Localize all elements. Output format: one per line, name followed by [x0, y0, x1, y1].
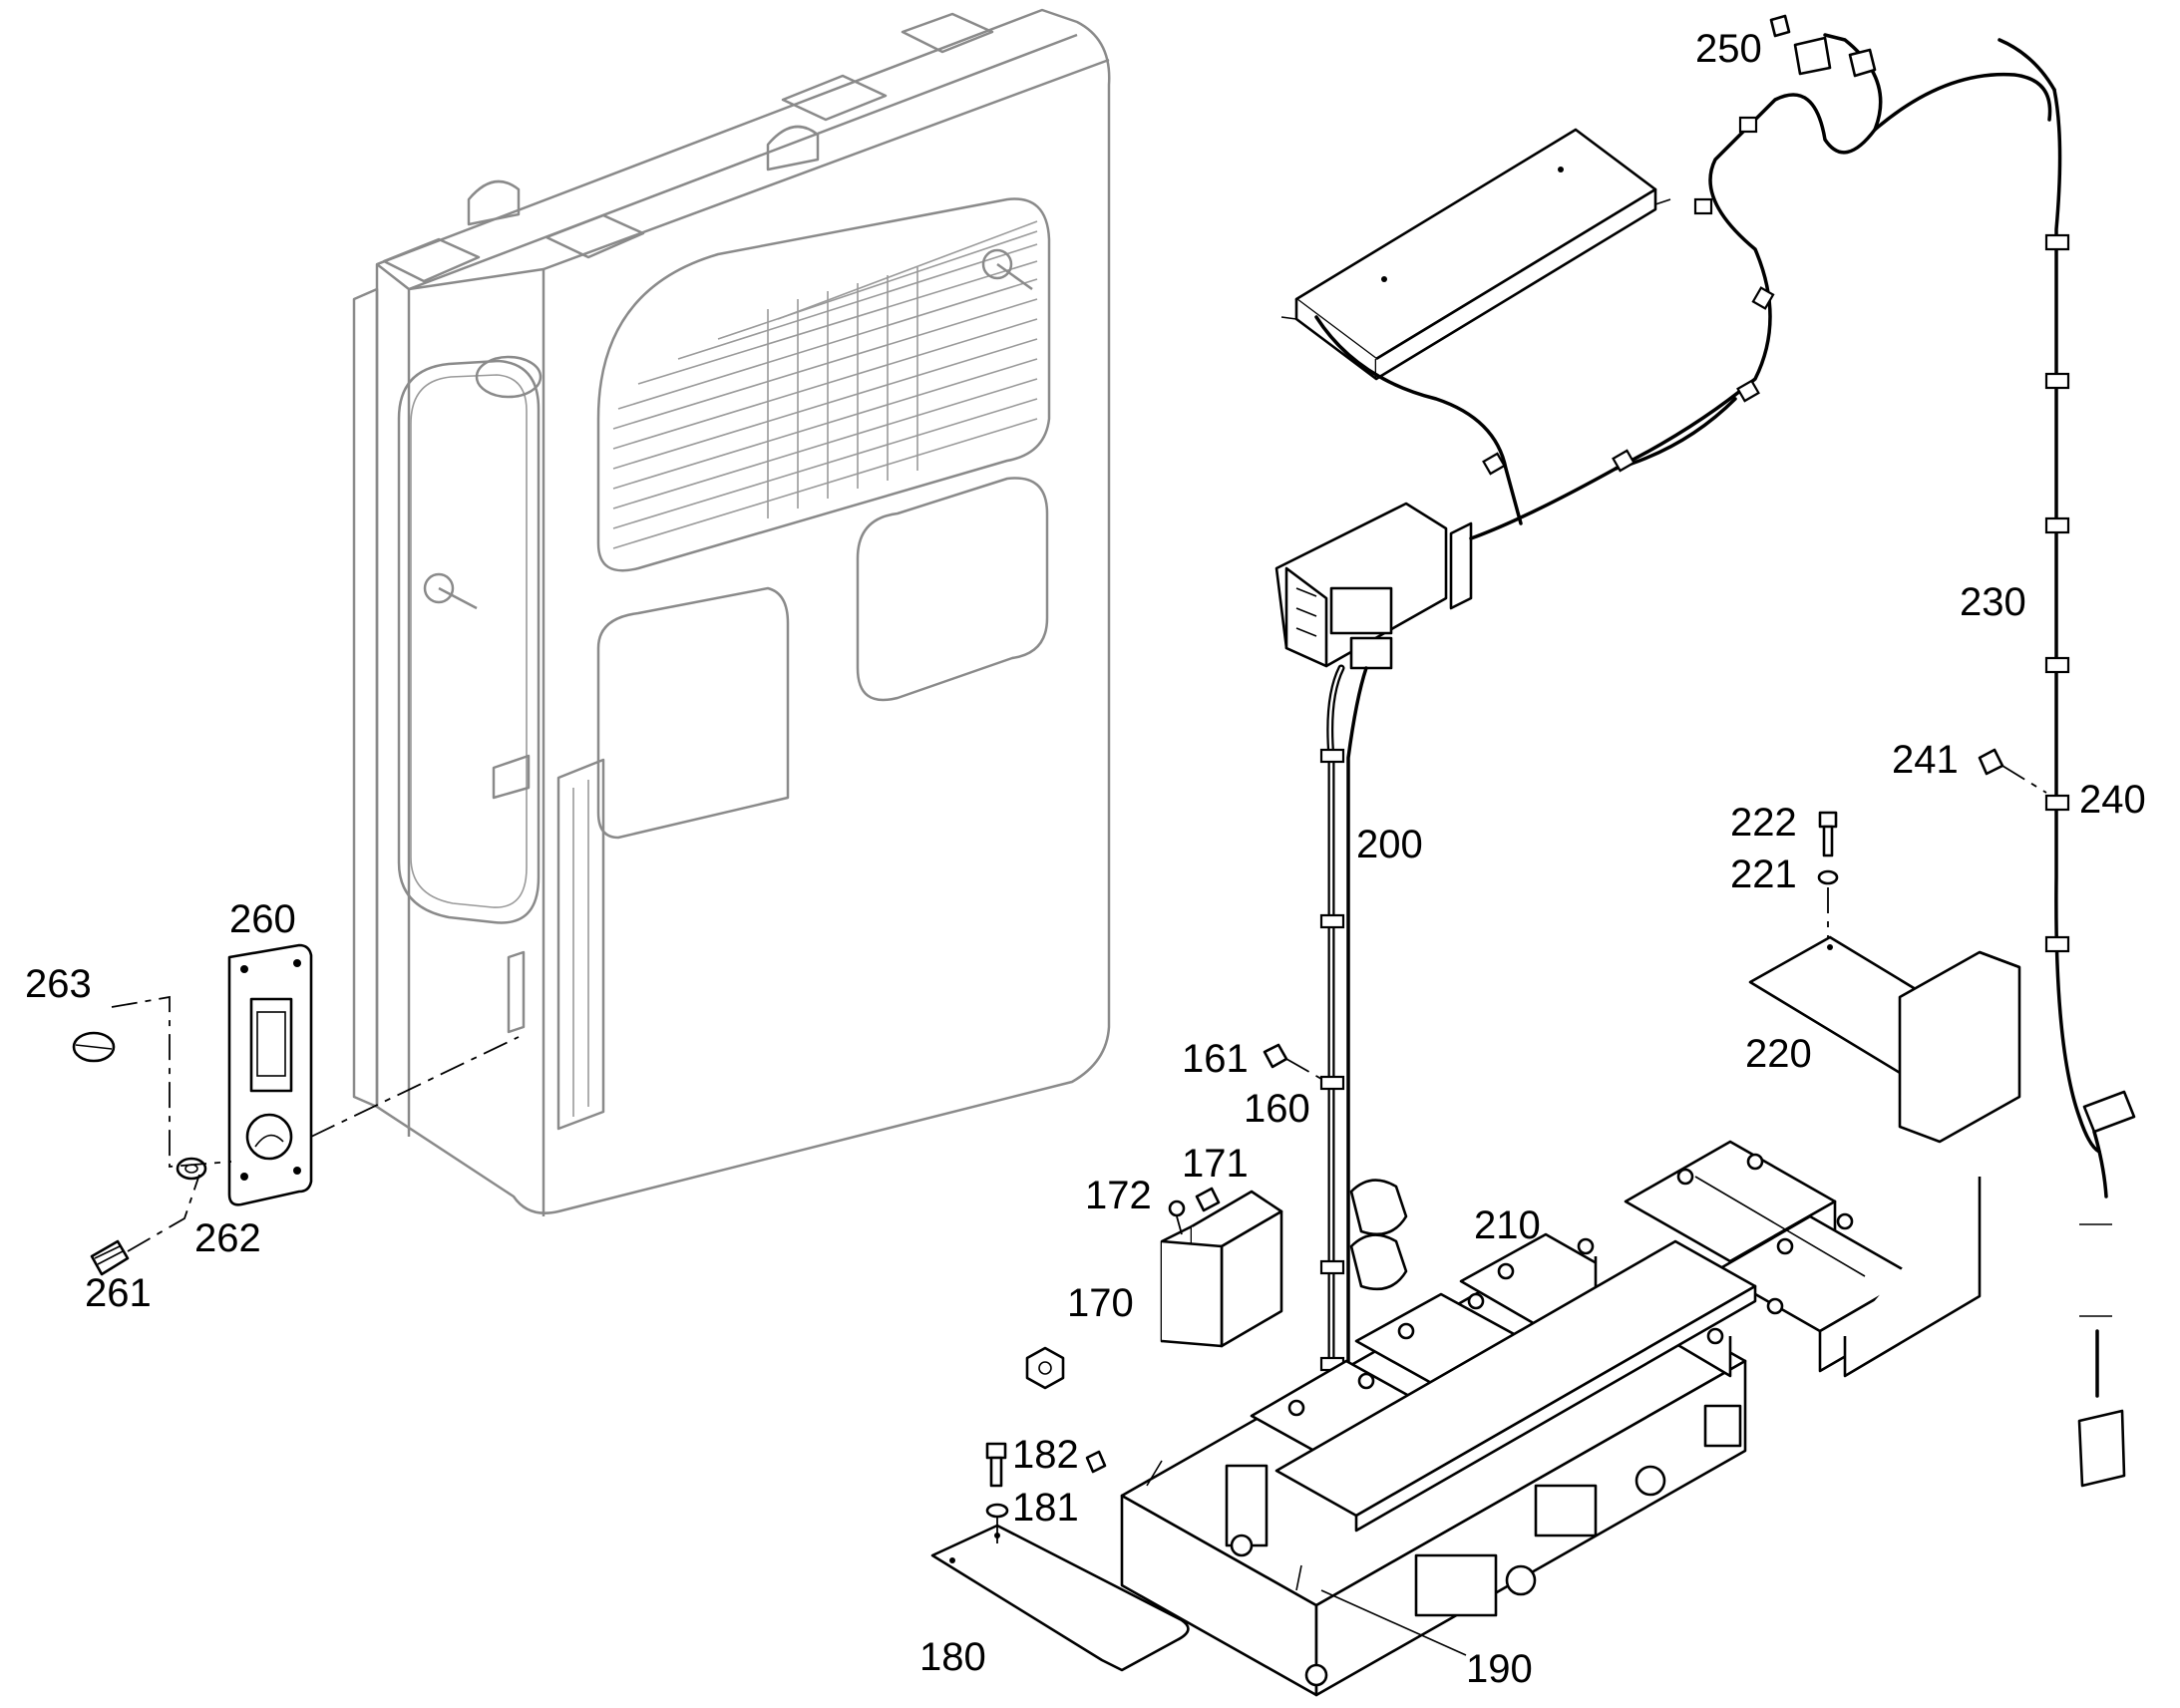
battery-pack-210 — [1225, 1140, 1982, 1617]
callout-161: 161 — [1182, 1037, 1249, 1081]
callout-190: 190 — [1466, 1647, 1533, 1691]
callout-210: 210 — [1474, 1203, 1541, 1247]
callout-181: 181 — [1012, 1486, 1079, 1530]
callout-222: 222 — [1730, 801, 1797, 845]
bracket-220 — [1748, 935, 2021, 1144]
callout-263: 263 — [25, 962, 92, 1006]
washer-181 — [985, 1503, 1009, 1545]
callout-171: 171 — [1182, 1142, 1249, 1186]
callout-230: 230 — [1960, 580, 2026, 624]
callout-250: 250 — [1695, 27, 1762, 71]
washer-262 — [176, 1157, 207, 1181]
callout-160: 160 — [1244, 1087, 1310, 1131]
callout-180: 180 — [919, 1635, 986, 1679]
screw-161 — [1263, 1043, 1322, 1080]
wire-harness-230 — [2044, 88, 2136, 1488]
control-panel-260 — [227, 943, 313, 1206]
callout-170: 170 — [1067, 1281, 1134, 1325]
washer-221 — [1817, 869, 1839, 937]
relay-bracket-assembly — [1274, 502, 1473, 670]
nut-172 — [1168, 1199, 1186, 1235]
wire-harness-200 — [1319, 664, 1408, 1430]
upper-cover-plate — [1280, 128, 1671, 381]
leader-190 — [1320, 1589, 1467, 1656]
callout-221: 221 — [1730, 853, 1797, 896]
wire-harness-upper — [1314, 33, 2056, 540]
cover-plate-170 — [1160, 1190, 1283, 1348]
screw-171 — [1195, 1187, 1221, 1212]
callout-200: 200 — [1356, 823, 1423, 866]
callout-260: 260 — [229, 897, 296, 941]
screw-250 — [1769, 14, 1791, 38]
callout-182: 182 — [1012, 1433, 1079, 1477]
callout-241: 241 — [1892, 738, 1959, 782]
callout-220: 220 — [1745, 1032, 1812, 1076]
cover-cap-263 — [72, 1031, 116, 1063]
screw-261 — [90, 1239, 130, 1276]
screw-241 — [1978, 748, 2047, 794]
screw-222 — [1818, 811, 1838, 857]
screw-182 — [985, 1442, 1107, 1488]
callout-172: 172 — [1085, 1174, 1152, 1217]
nut-loose — [1025, 1346, 1065, 1390]
callout-262: 262 — [194, 1216, 261, 1260]
callout-261: 261 — [85, 1271, 152, 1315]
callout-labels: 250 230 241 240 222 221 220 200 161 160 … — [25, 27, 2146, 1691]
callout-240: 240 — [2079, 778, 2146, 822]
cabinet-frame-outline — [352, 8, 1111, 1216]
panel-leaders — [111, 995, 520, 1252]
